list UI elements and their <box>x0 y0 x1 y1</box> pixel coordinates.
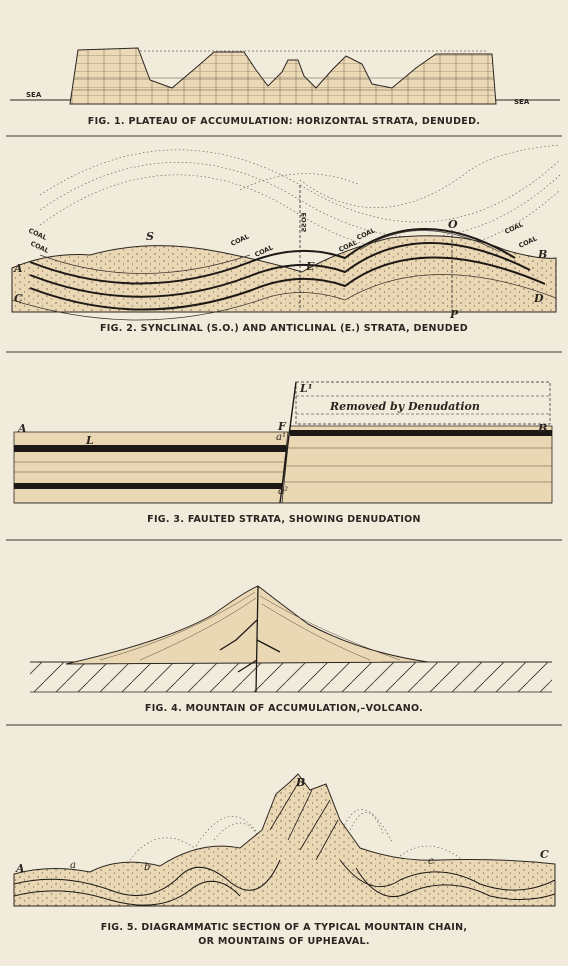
fig2-label-s: S <box>146 230 154 243</box>
fig2-vertical-label: ƧƧOƎ <box>300 213 308 232</box>
fig3-label-a2: a² <box>278 486 288 497</box>
fig3-label-a: A <box>17 422 27 435</box>
fig5-label-c-lower: c <box>428 856 434 867</box>
fig5-caption-line1: FIG. 5. DIAGRAMMATIC SECTION OF A TYPICA… <box>100 922 468 933</box>
fig2-label-e: E <box>305 260 315 273</box>
fig2-coal-label-8: COAL <box>517 234 538 249</box>
fig1-sea-right-label: SEA <box>514 98 530 106</box>
fig2-coal-label-1: COAL <box>27 227 48 242</box>
figure-dividers <box>6 135 562 726</box>
fig2-label-o: O <box>448 218 458 231</box>
fig5-label-a: A <box>15 862 25 875</box>
fig3-label-a1: a¹ <box>276 432 286 443</box>
fig3-label-l1: L¹ <box>299 382 313 395</box>
fig3-removed-label: Removed by Denudation <box>329 400 480 413</box>
fig2-label-b: B <box>537 248 547 261</box>
fig2-coal-label-2: COAL <box>29 240 50 255</box>
fig3-caption: FIG. 3. FAULTED STRATA, SHOWING DENUDATI… <box>147 514 421 525</box>
fig5-label-b: B <box>295 776 305 789</box>
fig3-label-b: B <box>537 422 547 435</box>
fig2-caption: FIG. 2. SYNCLINAL (S.O.) AND ANTICLINAL … <box>100 323 468 334</box>
fig2-label-p: P <box>449 308 459 321</box>
fig2-label-d: D <box>533 292 544 305</box>
fig1-caption: FIG. 1. PLATEAU OF ACCUMULATION: HORIZON… <box>87 116 481 127</box>
fig2-label-a: A <box>13 262 23 275</box>
fig4-volcano-section <box>30 585 552 693</box>
fig2-coal-label-6: COAL <box>355 226 376 241</box>
fig1-sea-left-label: SEA <box>26 91 42 99</box>
fig5-label-c: C <box>540 848 549 861</box>
fig1-plateau-section: SEA SEA <box>10 47 560 106</box>
fig5-label-a-lower: a <box>70 860 76 871</box>
fig2-folded-strata-section: A B C D S O E P COAL COAL COAL COAL COAL… <box>11 144 561 321</box>
fig2-coal-label-3: COAL <box>229 232 250 247</box>
fig3-fault-section: A L F a¹ a² L¹ B Removed by Denudation <box>13 381 553 504</box>
fig5-caption-line2: OR MOUNTAINS OF UPHEAVAL. <box>198 936 370 947</box>
fig5-label-b-lower: b <box>144 862 150 873</box>
fig2-coal-label-7: COAL <box>503 220 524 235</box>
fig2-label-c: C <box>14 292 23 305</box>
fig3-label-f: F <box>277 420 287 433</box>
fig3-label-l: L <box>85 434 94 447</box>
fig4-caption: FIG. 4. MOUNTAIN OF ACCUMULATION,–VOLCAN… <box>144 703 424 714</box>
fig5-mountain-chain-section: A a b B c C <box>13 773 556 907</box>
